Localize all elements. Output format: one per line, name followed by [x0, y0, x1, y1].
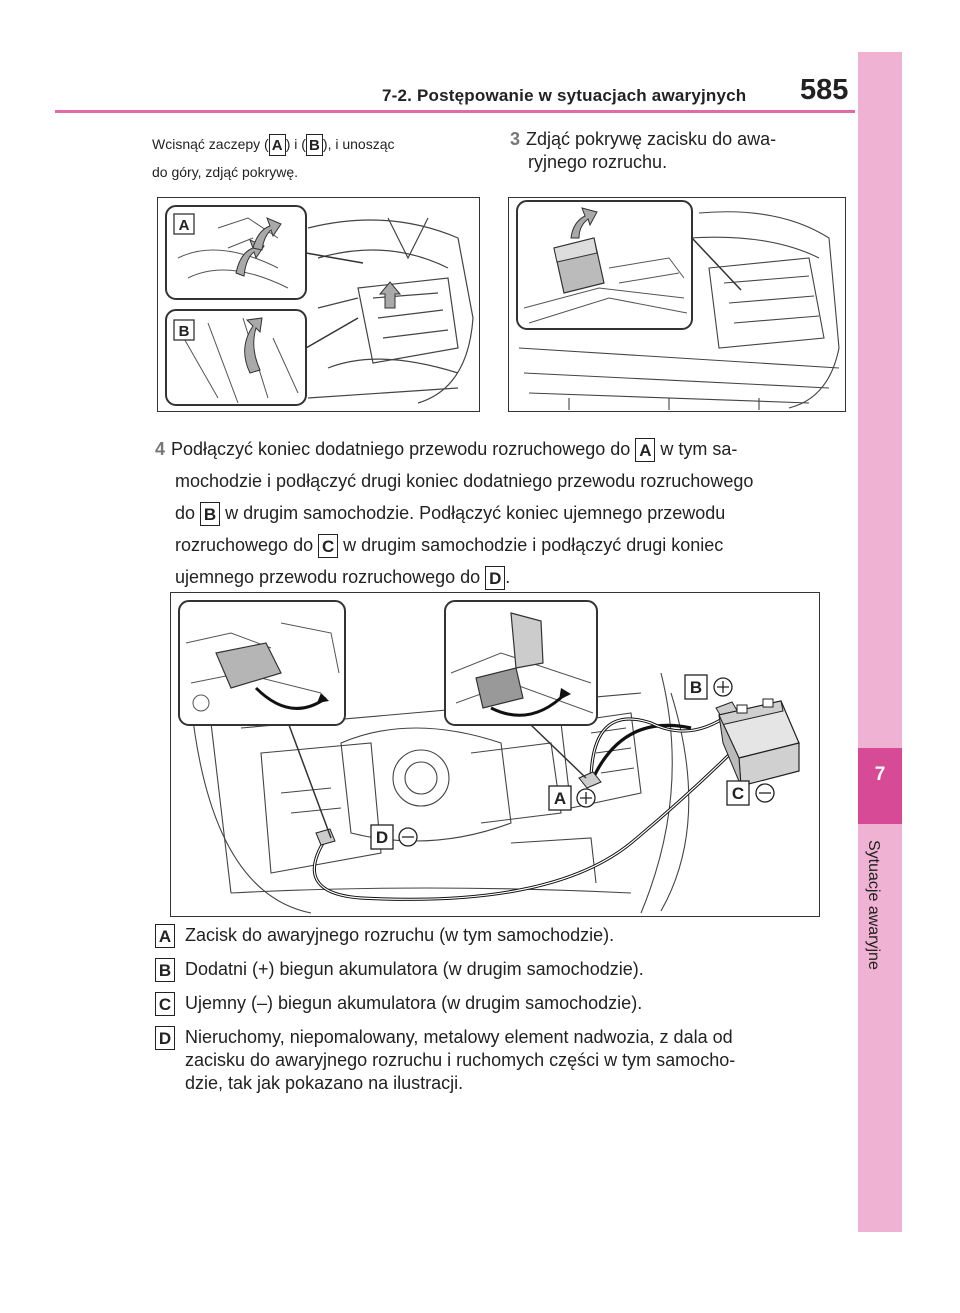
label-box-b: [684, 674, 708, 700]
inset-label-a: A: [179, 217, 190, 234]
legend-text: Ujemny (–) biegun akumulatora (w drugim …: [185, 993, 643, 1013]
label-box-a: A: [635, 438, 656, 463]
step-4-line-4: rozruchowego do C w drugim samochodzie i…: [155, 532, 845, 564]
terminal-cover-illustration: [516, 200, 840, 410]
legend: A Zacisk do awaryjnego rozruchu (w tym s…: [155, 924, 845, 1106]
figure-jumper-cable-connection: B C A D: [170, 592, 820, 917]
plus-icon: [576, 788, 596, 808]
legend-text-line: zacisku do awaryjnego rozruchu i ruchomy…: [185, 1050, 736, 1070]
jumper-cable-illustration: B C A D: [178, 600, 800, 914]
cover-clips-illustration: A B: [165, 205, 474, 406]
legend-text: Dodatni (+) biegun akumulatora (w drugim…: [185, 959, 644, 979]
label-box-c: C: [155, 992, 175, 1016]
page-number: 585: [800, 74, 849, 106]
intro-text: Wcisnąć zaczepy (: [152, 136, 269, 152]
label-box-a: A: [268, 134, 286, 157]
label-box-a: [548, 785, 572, 811]
inset-terminal-cover-right: [444, 600, 598, 779]
legend-text-line: dzie, tak jak pokazano na ilustracji.: [185, 1073, 464, 1093]
fig-label-c: C: [732, 784, 744, 803]
figure-cover-clips: A B: [157, 197, 480, 412]
step-text: .: [505, 567, 511, 587]
label-box-c: [726, 780, 750, 806]
intro-text: ), i unosząc: [322, 136, 395, 152]
legend-text: Zacisk do awaryjnego rozruchu (w tym sam…: [185, 925, 615, 945]
step-number: 3: [510, 129, 521, 149]
legend-item-b: B Dodatni (+) biegun akumulatora (w drug…: [155, 958, 845, 982]
chapter-number-box: [858, 748, 902, 824]
step-text: w drugim samochodzie. Podłączyć koniec u…: [225, 503, 726, 523]
other-vehicle-battery: [718, 698, 800, 787]
step-text: w tym sa-: [660, 439, 738, 459]
intro-text: ) i (: [285, 136, 306, 152]
step-text: ujemnego przewodu rozruchowego do: [175, 567, 481, 587]
label-box-b: B: [155, 958, 175, 982]
inset-terminal-cover-left: [178, 600, 346, 839]
legend-item-a: A Zacisk do awaryjnego rozruchu (w tym s…: [155, 924, 845, 948]
label-box-b: B: [200, 502, 221, 527]
fig-label-a: A: [554, 789, 566, 808]
step-4-line-2: mochodzie i podłączyć drugi koniec dodat…: [175, 471, 754, 491]
step-number: 4: [155, 439, 166, 459]
label-box-a: A: [155, 924, 175, 948]
step-text: do: [175, 503, 196, 523]
legend-text-line: Nieruchomy, niepomalowany, metalowy elem…: [185, 1027, 733, 1047]
header-divider: [55, 110, 855, 113]
minus-icon: [755, 783, 775, 803]
label-box-d: D: [155, 1026, 175, 1050]
label-box-d: D: [485, 566, 506, 591]
label-box-c: C: [318, 534, 339, 559]
label-box-b: B: [305, 134, 323, 157]
inset-cover: [516, 200, 742, 330]
step-text: rozruchowego do: [175, 535, 314, 555]
step-text: w drugim samochodzie i podłączyć drugi k…: [343, 535, 724, 555]
step-3-line-2: ryjnego rozruchu.: [528, 152, 668, 172]
intro-line-1: Wcisnąć zaczepy (A) i (B), i unosząc: [152, 130, 492, 158]
intro-paragraph: Wcisnąć zaczepy (A) i (B), i unosząc do …: [152, 130, 492, 186]
inset-bottom: B: [165, 309, 359, 406]
chapter-number: 7: [874, 764, 886, 785]
plus-icon: [713, 677, 733, 697]
step-4-line-3: do B w drugim samochodzie. Podłączyć kon…: [155, 500, 845, 532]
step-text: Zdjąć pokrywę zacisku do awa-: [526, 129, 777, 149]
minus-icon: [398, 827, 418, 847]
chapter-title: Sytuacje awaryjne: [865, 840, 882, 970]
jumper-cables: [312, 711, 743, 901]
chapter-side-tab: [858, 52, 902, 1232]
inset-label-b: B: [179, 323, 190, 340]
label-box-d: [370, 824, 394, 850]
figure-remove-terminal-cover: [508, 197, 846, 412]
step-text: Podłączyć koniec dodatniego przewodu roz…: [171, 439, 631, 459]
intro-line-2: do góry, zdjąć pokrywę.: [152, 164, 299, 180]
inset-top: A: [165, 205, 364, 300]
legend-item-d: D Nieruchomy, niepomalowany, metalowy el…: [155, 1026, 845, 1095]
fig-label-b: B: [690, 678, 702, 697]
section-title: 7-2. Postępowanie w sytuacjach awaryjnyc…: [382, 86, 747, 105]
step-4-line-5: ujemnego przewodu rozruchowego do D.: [155, 564, 845, 596]
fig-label-d: D: [376, 828, 388, 847]
legend-item-c: C Ujemny (–) biegun akumulatora (w drugi…: [155, 992, 845, 1016]
